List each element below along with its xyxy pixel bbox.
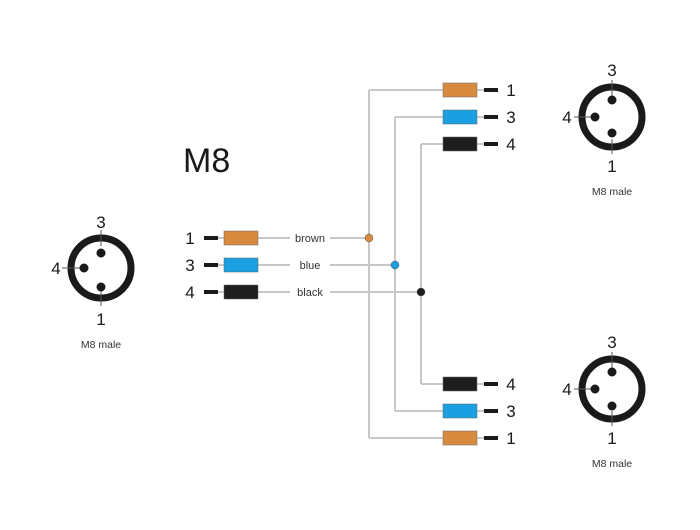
pin-1-dot	[607, 401, 617, 411]
wire-pin-number: 4	[185, 283, 194, 302]
wire-pin-number: 3	[506, 108, 515, 127]
junction-dot-black	[416, 287, 426, 297]
pin-stub	[484, 409, 498, 413]
pin-stub	[484, 436, 498, 440]
pin-4-dot	[590, 384, 600, 394]
wire-sleeve-black	[223, 284, 259, 300]
pin-1-dot	[607, 128, 617, 138]
pin-4-dot	[79, 263, 89, 273]
wire-sleeve-brown	[442, 82, 478, 98]
wire-pin-number: 3	[506, 402, 515, 421]
wire-color-label: blue	[300, 260, 321, 272]
pin-3-dot	[607, 367, 617, 377]
pin-label-bottom: 1	[96, 310, 105, 329]
pin-4-dot	[590, 112, 600, 122]
pin-stub	[484, 115, 498, 119]
diagram-title: M8	[183, 142, 230, 180]
pin-1-dot	[96, 282, 106, 292]
pin-label-top: 3	[96, 213, 105, 232]
wire-sleeve-brown	[442, 430, 478, 446]
pin-stub	[484, 382, 498, 386]
pin-3-dot	[607, 95, 617, 105]
wire-pin-number: 4	[506, 375, 515, 394]
junction-dot-blue	[390, 260, 400, 270]
pin-label-left: 4	[562, 380, 571, 399]
wire-sleeve-blue	[442, 403, 478, 419]
connector-left: 3 4 1 M8 male	[51, 213, 135, 351]
wire-sleeve-blue	[223, 257, 259, 273]
pin-stub	[204, 263, 218, 267]
pin-label-left: 4	[51, 259, 60, 278]
wire-pin-number: 1	[506, 81, 515, 100]
connector-caption: M8 male	[592, 458, 632, 470]
wire-sleeve-black	[442, 376, 478, 392]
wire-color-label: brown	[295, 233, 325, 245]
wire-sleeve-blue	[442, 109, 478, 125]
wire-pin-number: 1	[185, 229, 194, 248]
component-layer: 1 brown 3 blue 4 black 1 3 4 4 3 1	[185, 81, 515, 448]
pin-3-dot	[96, 248, 106, 258]
junction-dot-brown	[364, 233, 374, 243]
connector-caption: M8 male	[592, 186, 632, 198]
connector-caption: M8 male	[81, 339, 121, 351]
wire-pin-number: 1	[506, 429, 515, 448]
wire-sleeve-black	[442, 136, 478, 152]
pin-label-bottom: 1	[607, 429, 616, 448]
wire-color-label: black	[297, 287, 323, 299]
wire-sleeve-brown	[223, 230, 259, 246]
wire-pin-number: 4	[506, 135, 515, 154]
pin-label-left: 4	[562, 108, 571, 127]
connector-top-right: 3 4 1 M8 male	[562, 61, 646, 198]
pin-stub	[484, 88, 498, 92]
pin-stub	[204, 236, 218, 240]
wire-pin-number: 3	[185, 256, 194, 275]
connector-bottom-right: 3 4 1 M8 male	[562, 333, 646, 470]
pin-stub	[204, 290, 218, 294]
pin-label-bottom: 1	[607, 157, 616, 176]
pin-stub	[484, 142, 498, 146]
pin-label-top: 3	[607, 61, 616, 80]
pin-label-top: 3	[607, 333, 616, 352]
